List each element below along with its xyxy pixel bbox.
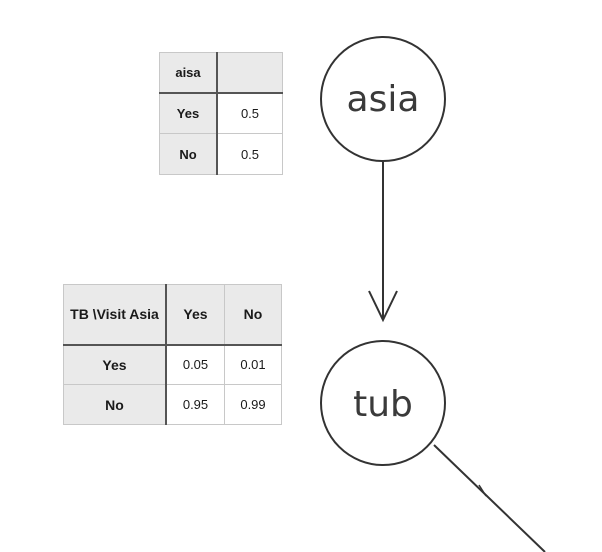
cpt-column-header-no: No [224, 284, 282, 346]
cpt-corner-label: TB \Visit Asia [63, 284, 167, 346]
node-asia: asia [320, 36, 446, 162]
edge-arrowhead [368, 290, 398, 323]
cpt-cell: 0.99 [224, 384, 282, 425]
cpt-cell: 0.05 [165, 344, 225, 385]
cpt-row-label-no: No [159, 133, 218, 175]
node-label-tub: tub [353, 384, 413, 425]
cpt-table-asia: aisa Yes 0.5 No 0.5 [159, 52, 283, 175]
cpt-corner-label: aisa [159, 52, 218, 94]
node-circle [320, 36, 446, 162]
cpt-cell: 0.01 [224, 344, 282, 385]
cpt-row-label-yes: Yes [63, 344, 167, 385]
edge-tub-outgoing [433, 444, 546, 552]
cpt-cell: 0.95 [165, 384, 225, 425]
cpt-cell: 0.5 [216, 133, 283, 175]
cpt-row-label-no: No [63, 384, 167, 425]
node-circle [320, 340, 446, 466]
cpt-table-tub: TB \Visit Asia Yes No Yes 0.05 0.01 No 0… [63, 284, 282, 425]
cpt-cell: 0.5 [216, 92, 283, 134]
cpt-header-empty [216, 52, 283, 94]
cpt-column-header-yes: Yes [165, 284, 225, 346]
node-label-asia: asia [347, 79, 420, 120]
edge-tick-mark [478, 484, 487, 497]
node-tub: tub [320, 340, 446, 466]
cpt-row-label-yes: Yes [159, 92, 218, 134]
